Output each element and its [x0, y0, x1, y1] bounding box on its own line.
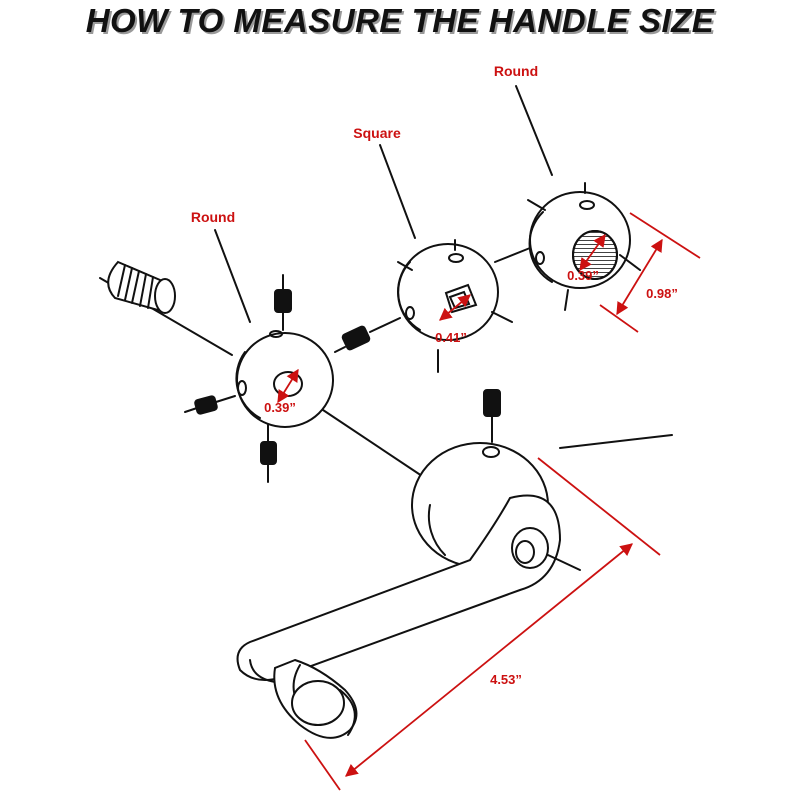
set-screw-left-top	[274, 274, 292, 331]
label-square: Square	[353, 125, 401, 141]
dim-arrow-hole-middle	[439, 294, 471, 321]
set-screw-middle	[334, 317, 401, 353]
label-hole-right: 0.39”	[567, 268, 599, 283]
page-title: HOW TO MEASURE THE HANDLE SIZE	[85, 2, 715, 39]
dim-arrow-outer-right	[616, 238, 663, 316]
dim-arrow-hole-left	[277, 368, 299, 404]
set-screw-handle	[483, 389, 501, 443]
label-handle-length: 4.53”	[490, 672, 522, 687]
axis-line-upper	[494, 247, 531, 263]
set-screw-left-bottom	[260, 424, 277, 483]
dim-ext-outer-top	[629, 212, 701, 259]
label-outer-right: 0.98”	[646, 286, 678, 301]
leader-round-right	[515, 85, 553, 176]
dim-ext-handle-bottom	[304, 739, 341, 791]
leader-round-left	[214, 229, 251, 323]
crank-handle	[236, 434, 673, 739]
axis-line-lower	[319, 407, 426, 479]
label-round-left: Round	[191, 209, 235, 225]
label-hole-left: 0.39”	[264, 400, 296, 415]
label-round-right: Round	[494, 63, 538, 79]
label-hole-middle: 0.41”	[435, 330, 467, 345]
dim-ext-handle-top	[537, 457, 661, 556]
round-adapter-right	[527, 182, 641, 311]
dim-ext-outer-bottom	[599, 304, 639, 333]
dim-arrow-hole-right	[579, 233, 606, 272]
square-adapter-middle	[397, 239, 513, 373]
leader-square	[379, 144, 416, 239]
dim-arrow-handle-length	[345, 543, 633, 777]
set-screw-left-side	[184, 395, 236, 415]
spline-shaft	[107, 260, 176, 314]
